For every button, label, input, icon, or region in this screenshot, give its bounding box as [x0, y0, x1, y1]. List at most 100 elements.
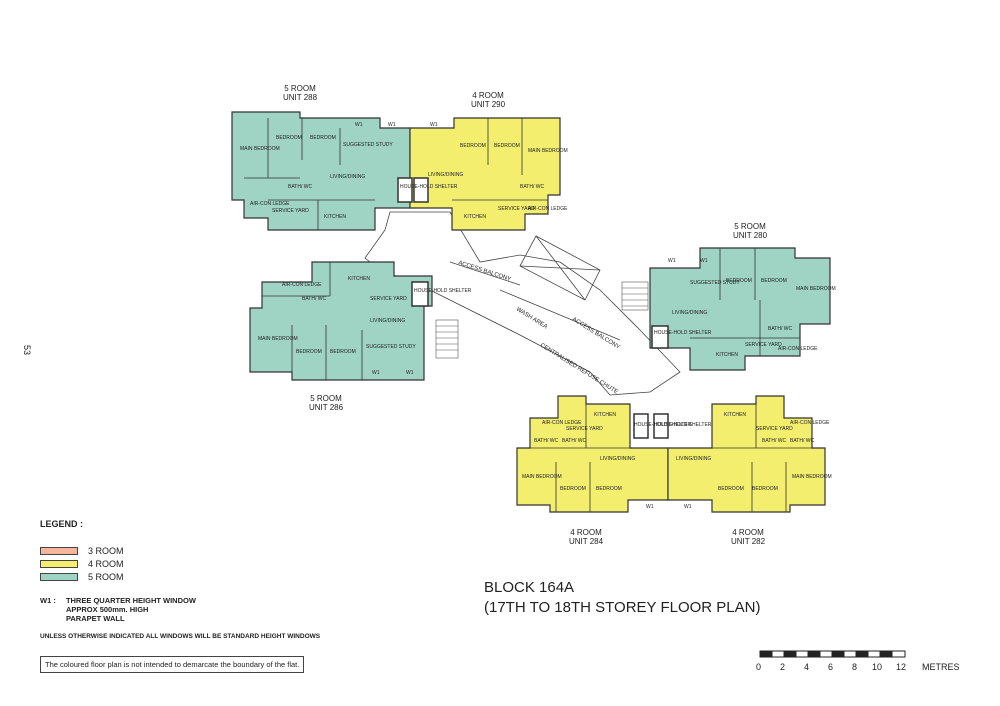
access-balcony-label-2: ACCESS BALCONY: [571, 317, 621, 351]
rl-290-aircon: AIR-CON LEDGE: [528, 206, 568, 212]
rl-284-bedroom-1: BEDROOM: [560, 486, 586, 492]
scale-tick-12: 12: [896, 662, 907, 672]
rl-286-living: LIVING/DINING: [370, 318, 405, 324]
scale-tick-4: 4: [804, 662, 810, 672]
scale-tick-8: 8: [852, 662, 858, 672]
scale-bar: [759, 650, 906, 658]
rl-280-bedroom-1: BEDROOM: [726, 278, 752, 284]
rl-282-w1: W1: [684, 504, 692, 510]
windows-note: UNLESS OTHERWISE INDICATED ALL WINDOWS W…: [40, 633, 321, 640]
rl-288-living: LIVING/DINING: [330, 174, 365, 180]
rl-280-bedroom-2: BEDROOM: [761, 278, 787, 284]
rl-280-aircon: AIR-CON LEDGE: [778, 346, 818, 352]
rl-284-kitchen: KITCHEN: [594, 412, 616, 418]
unit-286-plan: [249, 261, 433, 381]
rl-282-aircon: AIR-CON LEDGE: [790, 420, 830, 426]
rl-282-main-bedroom: MAIN BEDROOM: [792, 474, 832, 480]
rl-282-kitchen: KITCHEN: [724, 412, 746, 418]
access-balcony-label-1: ACCESS BALCONY: [457, 260, 511, 283]
legend-label-3-room: 3 ROOM: [88, 546, 124, 556]
unit-282-plan: [653, 395, 826, 513]
rl-282-shelter: HOUSE-HOLD SHELTER: [654, 422, 712, 428]
rl-288-bedroom-2: BEDROOM: [310, 135, 336, 141]
rl-280-main-bedroom: MAIN BEDROOM: [796, 286, 836, 292]
rl-286-w1-a: W1: [372, 370, 380, 376]
rl-280-bath: BATH/ WC: [768, 326, 792, 332]
rl-288-bedroom-1: BEDROOM: [276, 135, 302, 141]
rl-288-study: SUGGESTED STUDY: [343, 142, 393, 148]
rl-288-service-yard: SERVICE YARD: [272, 208, 309, 214]
rl-284-bath-2: BATH/ WC: [562, 438, 586, 444]
unit-290-plan: [397, 117, 561, 231]
legend-swatch-5-room: [40, 573, 78, 581]
rl-288-main-bedroom: MAIN BEDROOM: [240, 146, 280, 152]
legend-swatch-4-room: [40, 560, 78, 568]
rl-286-service-yard: SERVICE YARD: [370, 296, 407, 302]
scale-tick-6: 6: [828, 662, 834, 672]
legend-item-4-room: 4 ROOM: [40, 559, 124, 569]
rl-282-service-yard: SERVICE YARD: [756, 426, 793, 432]
refuse-chute-label: CENTRALISED REFUSE CHUTE: [539, 343, 619, 396]
rl-290-w1: W1: [430, 122, 438, 128]
rl-280-service-yard: SERVICE YARD: [745, 342, 782, 348]
legend-swatch-3-room: [40, 547, 78, 555]
rl-284-bath-1: BATH/ WC: [534, 438, 558, 444]
rl-290-bedroom-1: BEDROOM: [460, 143, 486, 149]
w1-line-2: APPROX 500mm. HIGH: [65, 605, 149, 614]
disclaimer-box: The coloured floor plan is not intended …: [40, 656, 305, 673]
rl-286-kitchen: KITCHEN: [348, 276, 370, 282]
w1-line-1: THREE QUARTER HEIGHT WINDOW: [65, 596, 196, 605]
rl-286-w1-b: W1: [406, 370, 414, 376]
w1-note: W1 : THREE QUARTER HEIGHT WINDOW APPROX …: [40, 596, 196, 623]
rl-290-bath: BATH/ WC: [520, 184, 544, 190]
rl-286-main-bedroom: MAIN BEDROOM: [258, 336, 298, 342]
w1-line-3: PARAPET WALL: [65, 614, 125, 623]
rl-286-aircon: AIR-CON LEDGE: [282, 282, 322, 288]
rl-284-aircon: AIR-CON LEDGE: [542, 420, 582, 426]
rl-288-aircon: AIR-CON LEDGE: [250, 201, 290, 207]
rl-288-kitchen: KITCHEN: [324, 214, 346, 220]
rl-288-bath: BATH/ WC: [288, 184, 312, 190]
rl-290-bedroom-2: BEDROOM: [494, 143, 520, 149]
rl-288-w1-b: W1: [388, 122, 396, 128]
scale-unit: METRES: [922, 662, 960, 672]
rl-290-shelter: HOUSE-HOLD SHELTER: [400, 184, 458, 190]
scale-tick-10: 10: [872, 662, 883, 672]
rl-282-bedroom-2: BEDROOM: [752, 486, 778, 492]
rl-290-main-bedroom: MAIN BEDROOM: [528, 148, 568, 154]
rl-284-bedroom-2: BEDROOM: [596, 486, 622, 492]
scale-tick-0: 0: [756, 662, 762, 672]
block-title: BLOCK 164A (17TH TO 18TH STOREY FLOOR PL…: [484, 578, 760, 618]
rl-284-w1: W1: [646, 504, 654, 510]
scale-tick-2: 2: [780, 662, 786, 672]
rl-286-study: SUGGESTED STUDY: [366, 344, 416, 350]
rl-290-kitchen: KITCHEN: [464, 214, 486, 220]
rl-280-living: LIVING/DINING: [672, 310, 707, 316]
rl-290-service-yard: SERVICE YARD: [498, 206, 535, 212]
rl-280-w1-a: W1: [668, 258, 676, 264]
rl-282-bedroom-1: BEDROOM: [718, 486, 744, 492]
unit-280-plan: [649, 247, 831, 371]
rl-280-study: SUGGESTED STUDY: [690, 280, 740, 286]
rl-280-kitchen: KITCHEN: [716, 352, 738, 358]
refuse-chute-box: [519, 235, 601, 301]
rl-284-living: LIVING/DINING: [600, 456, 635, 462]
rl-280-w1-b: W1: [700, 258, 708, 264]
legend-title: LEGEND :: [40, 519, 84, 529]
legend-label-4-room: 4 ROOM: [88, 559, 124, 569]
legend-item-5-room: 5 ROOM: [40, 572, 124, 582]
rl-286-bath: BATH/ WC: [302, 296, 326, 302]
rl-284-shelter: HOUSE-HOLD SHELTER: [634, 422, 692, 428]
rl-288-w1-a: W1: [355, 122, 363, 128]
unit-284-plan: [516, 395, 669, 513]
rl-286-bedroom-1: BEDROOM: [296, 349, 322, 355]
rl-282-living: LIVING/DINING: [676, 456, 711, 462]
block-title-line-1: BLOCK 164A: [484, 579, 575, 596]
rl-282-bath-1: BATH/ WC: [762, 438, 786, 444]
